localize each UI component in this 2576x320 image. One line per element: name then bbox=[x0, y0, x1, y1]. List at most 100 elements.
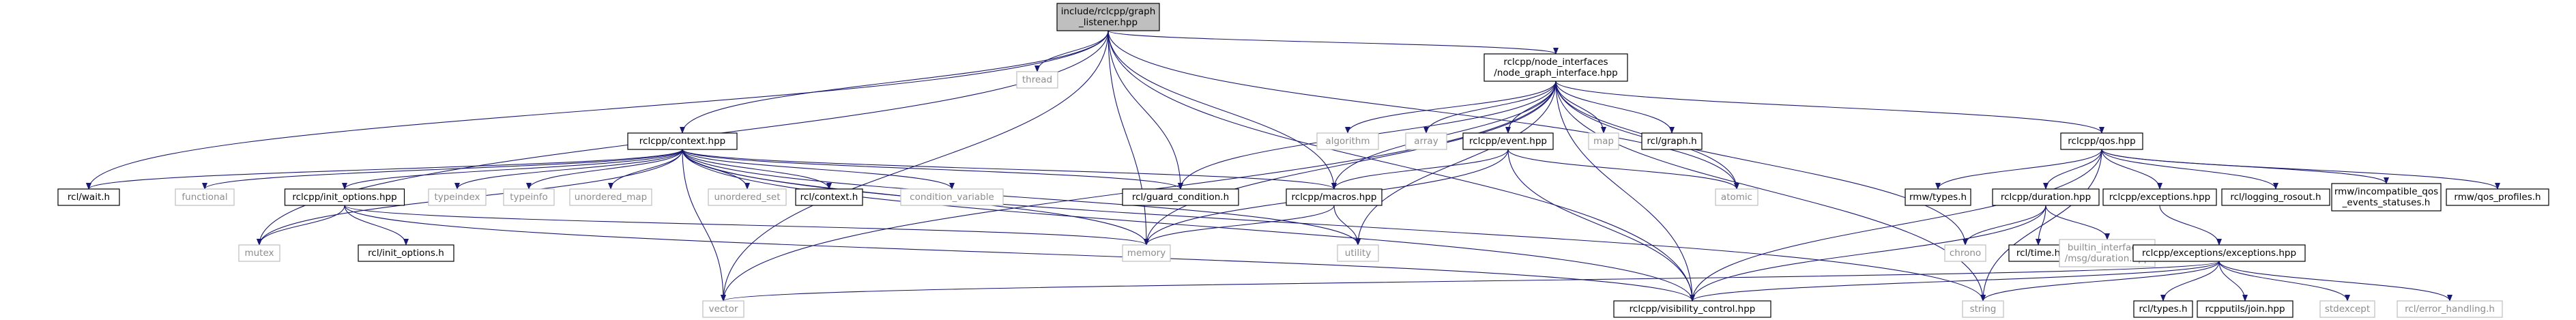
edge-initopts-to-rclinitopts bbox=[344, 205, 409, 246]
edge-macros-to-utility bbox=[1333, 205, 1361, 246]
node-mutex: mutex bbox=[238, 244, 280, 262]
node-algorithm: algorithm bbox=[1316, 132, 1379, 150]
edge-excexc-to-visibility bbox=[1690, 261, 2220, 302]
edge-root-to-visibility bbox=[1108, 30, 1695, 302]
node-macros[interactable]: rclcpp/macros.hpp bbox=[1286, 188, 1383, 206]
edge-event-to-atomic bbox=[1507, 149, 1739, 190]
node-box-graphh bbox=[1641, 132, 1703, 150]
node-box-event bbox=[1462, 132, 1554, 150]
edge-nodegraph-to-memory bbox=[1144, 81, 1557, 246]
edge-nodegraph-to-graphh bbox=[1555, 81, 1675, 134]
edge-context-to-rclctx bbox=[682, 149, 832, 190]
edge-initopts-to-memory bbox=[344, 205, 1149, 246]
edge-nodegraph-to-chrono bbox=[1555, 81, 1968, 246]
node-nodegraph[interactable]: rclcpp/node_interfaces/node_graph_interf… bbox=[1484, 53, 1628, 82]
node-label-typeindex-0: typeindex bbox=[434, 192, 480, 203]
node-rclinitopts[interactable]: rcl/init_options.h bbox=[358, 244, 454, 262]
node-label-context-0: rclcpp/context.hpp bbox=[639, 136, 725, 147]
node-box-rmwtypes bbox=[1905, 188, 1971, 206]
node-label-rcltypes-0: rcl/types.h bbox=[2139, 304, 2187, 315]
node-rcltypes[interactable]: rcl/types.h bbox=[2133, 300, 2193, 318]
node-typeindex: typeindex bbox=[428, 188, 487, 206]
node-guard[interactable]: rcl/guard_condition.h bbox=[1122, 188, 1239, 206]
node-root[interactable]: include/rclcpp/graph_listener.hpp bbox=[1056, 3, 1160, 31]
node-initopts[interactable]: rclcpp/init_options.hpp bbox=[284, 188, 405, 206]
node-rmwtypes[interactable]: rmw/types.h bbox=[1905, 188, 1971, 206]
node-graphh[interactable]: rcl/graph.h bbox=[1641, 132, 1703, 150]
edge-event-to-macros bbox=[1331, 149, 1509, 190]
node-label-exceptions-0: rclcpp/exceptions.hpp bbox=[2109, 192, 2211, 203]
node-label-map-0: map bbox=[1593, 136, 1614, 147]
node-label-array-0: array bbox=[1414, 136, 1438, 147]
node-box-duration bbox=[1992, 188, 2100, 206]
edge-context-to-wait bbox=[86, 149, 683, 190]
node-qosprof[interactable]: rmw/qos_profiles.h bbox=[2446, 188, 2549, 206]
node-rcltime[interactable]: rcl/time.h bbox=[2008, 244, 2068, 262]
node-duration[interactable]: rclcpp/duration.hpp bbox=[1992, 188, 2100, 206]
node-label-visibility-0: rclcpp/visibility_control.hpp bbox=[1630, 304, 1756, 315]
edge-context-to-initopts bbox=[342, 149, 683, 190]
node-label-stdexcept-0: stdexcept bbox=[2325, 304, 2370, 315]
node-label-logging-0: rcl/logging_rosout.h bbox=[2230, 192, 2321, 203]
node-errhandling: rcl/error_handling.h bbox=[2397, 300, 2503, 318]
node-utility: utility bbox=[1337, 244, 1379, 262]
node-label-initopts-0: rclcpp/init_options.hpp bbox=[292, 192, 396, 203]
edge-root-to-vector bbox=[721, 30, 1109, 302]
node-functional: functional bbox=[175, 188, 235, 206]
node-label-root-0: include/rclcpp/graph bbox=[1061, 6, 1156, 17]
node-box-string bbox=[1962, 300, 2004, 318]
edge-nodegraph-to-array bbox=[1423, 81, 1557, 134]
node-box-logging bbox=[2221, 188, 2330, 206]
node-atomic: atomic bbox=[1715, 188, 1759, 206]
node-qos[interactable]: rclcpp/qos.hpp bbox=[2060, 132, 2143, 150]
node-context[interactable]: rclcpp/context.hpp bbox=[627, 132, 738, 150]
node-box-typeindex bbox=[428, 188, 487, 206]
node-label-rcpputils-0: rcpputils/join.hpp bbox=[2205, 304, 2285, 315]
node-label-thread-0: thread bbox=[1022, 74, 1052, 85]
edge-nodegraph-to-algorithm bbox=[1345, 81, 1557, 134]
edge-excexc-to-rcpputils bbox=[2218, 261, 2248, 302]
node-logging[interactable]: rcl/logging_rosout.h bbox=[2221, 188, 2330, 206]
edge-context-to-visibility bbox=[682, 149, 1695, 302]
node-visibility[interactable]: rclcpp/visibility_control.hpp bbox=[1613, 300, 1771, 318]
edge-qos-to-logging bbox=[2101, 149, 2278, 190]
node-box-rcpputils bbox=[2197, 300, 2293, 318]
node-box-condvar bbox=[900, 188, 1004, 206]
node-stdexcept: stdexcept bbox=[2319, 300, 2375, 318]
edge-qos-to-exceptions bbox=[2101, 149, 2162, 190]
node-wait[interactable]: rcl/wait.h bbox=[57, 188, 120, 206]
edge-event-to-visibility bbox=[1507, 149, 1695, 302]
node-label-memory-0: memory bbox=[1127, 248, 1166, 259]
node-label-root-1: _listener.hpp bbox=[1078, 17, 1138, 28]
edge-context-to-guard bbox=[682, 149, 1183, 190]
node-box-excexc bbox=[2132, 244, 2306, 262]
node-box-context bbox=[627, 132, 738, 150]
node-event[interactable]: rclcpp/event.hpp bbox=[1462, 132, 1554, 150]
edge-root-to-context bbox=[680, 30, 1109, 134]
node-label-graphh-0: rcl/graph.h bbox=[1647, 136, 1696, 147]
node-box-uset bbox=[708, 188, 787, 206]
node-excexc[interactable]: rclcpp/exceptions/exceptions.hpp bbox=[2132, 244, 2306, 262]
node-box-initopts bbox=[284, 188, 405, 206]
node-rclctx[interactable]: rcl/context.h bbox=[795, 188, 863, 206]
node-umap: unordered_map bbox=[569, 188, 652, 206]
node-thread: thread bbox=[1016, 71, 1058, 89]
node-map: map bbox=[1588, 132, 1619, 150]
edge-initopts-to-mutex bbox=[257, 205, 345, 246]
node-rcpputils[interactable]: rcpputils/join.hpp bbox=[2197, 300, 2293, 318]
node-label-functional-0: functional bbox=[182, 192, 227, 203]
node-incompat[interactable]: rmw/incompatible_qos_events_statuses.h bbox=[2331, 183, 2442, 212]
edge-root-to-memory bbox=[1108, 30, 1149, 246]
node-label-qos-0: rclcpp/qos.hpp bbox=[2068, 136, 2135, 147]
node-exceptions[interactable]: rclcpp/exceptions.hpp bbox=[2102, 188, 2217, 206]
node-box-errhandling bbox=[2397, 300, 2503, 318]
node-label-incompat-0: rmw/incompatible_qos bbox=[2334, 186, 2438, 197]
edge-context-to-macros bbox=[682, 149, 1337, 190]
node-array: array bbox=[1405, 132, 1447, 150]
edge-excexc-to-stdexcept bbox=[2218, 261, 2350, 302]
node-box-array bbox=[1405, 132, 1447, 150]
node-box-qos bbox=[2060, 132, 2143, 150]
edge-root-to-nodegraph bbox=[1108, 30, 1559, 55]
edge-duration-to-builtin bbox=[2045, 205, 2110, 240]
